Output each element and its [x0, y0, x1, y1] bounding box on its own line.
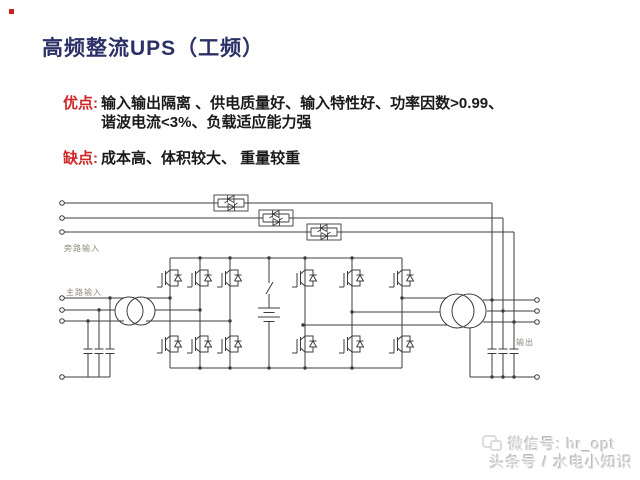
- bypass-input-label: 旁路输入: [64, 243, 100, 253]
- pros-line-1: 输入输出隔离 、供电质量好、输入特性好、功率因数>0.99、: [101, 95, 504, 112]
- terminals: [59, 200, 540, 380]
- output-transformer: [439, 293, 487, 329]
- wechat-id-text: 微信号: hr_opt: [508, 436, 615, 453]
- main-input-label: 主路输入: [66, 287, 102, 297]
- watermark-line1: 微信号: hr_opt: [482, 435, 615, 454]
- pros-block: 优点: 输入输出隔离 、供电质量好、输入特性好、功率因数>0.99、 谐波电流<…: [63, 94, 503, 132]
- watermark: 微信号: hr_opt 头条号 / 水电小知识: [482, 435, 633, 472]
- wechat-icon: [482, 435, 503, 451]
- pros-text: 输入输出隔离 、供电质量好、输入特性好、功率因数>0.99、 谐波电流<3%、负…: [101, 94, 503, 132]
- page-title: 高频整流UPS（工频）: [42, 37, 265, 60]
- pros-line-2: 谐波电流<3%、负载适应能力强: [101, 114, 312, 131]
- watermark-line2: 头条号 / 水电小知识: [489, 454, 633, 471]
- cons-block: 缺点: 成本高、体积较大、 重量较重: [63, 149, 300, 168]
- pros-label: 优点:: [63, 95, 98, 112]
- cons-text: 成本高、体积较大、 重量较重: [101, 150, 301, 167]
- junction-dots: [86, 256, 516, 379]
- output-label: 输出: [516, 337, 534, 347]
- circuit-wires: [64, 202, 535, 378]
- cons-label: 缺点:: [63, 150, 98, 167]
- input-transformer: [114, 296, 156, 326]
- title-bullet-square: [9, 9, 14, 14]
